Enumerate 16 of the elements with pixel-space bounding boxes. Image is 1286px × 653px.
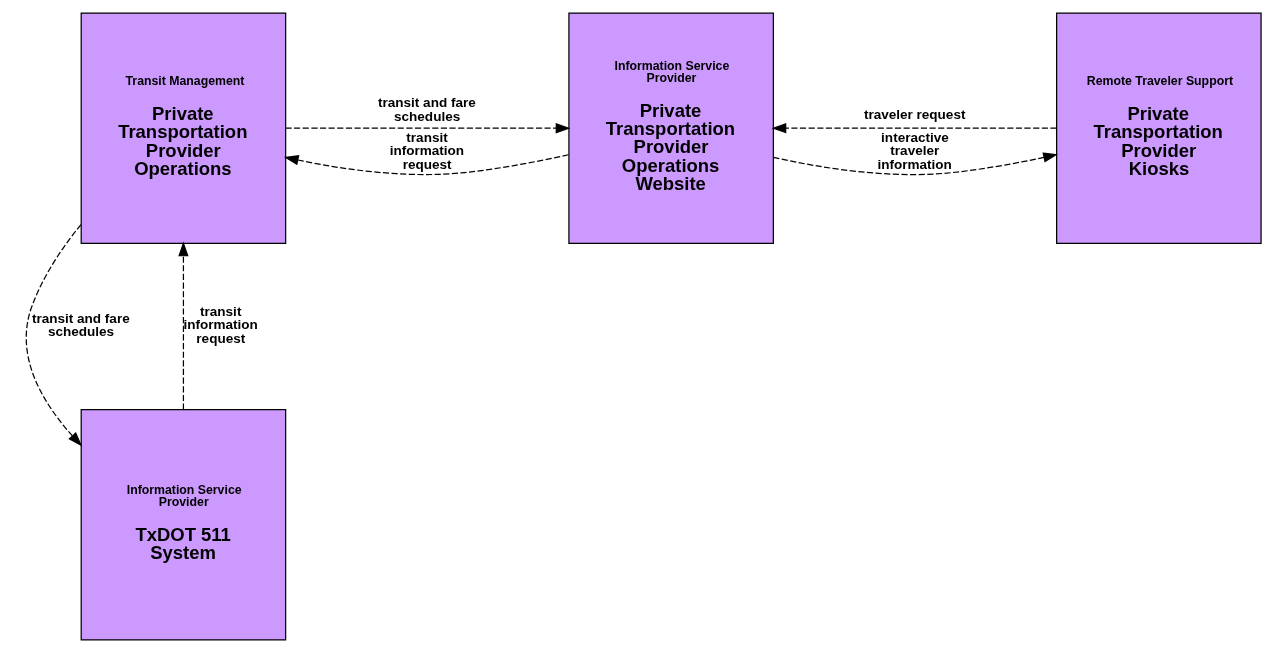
- edge-label: interactive traveler information: [876, 129, 952, 172]
- node-box: Information Service Provider TxDOT 511 System: [80, 409, 286, 641]
- edge-label: transit and fare schedules: [31, 310, 130, 340]
- arrow: [772, 152, 1058, 176]
- node-box: Transit Management Private Transportation Provider Operations: [80, 12, 286, 244]
- arrow: [771, 123, 1057, 134]
- edge-label: transit information request: [389, 129, 464, 172]
- edge-label: transit information request: [182, 303, 258, 346]
- node-box: Information Service Provider Private Transportation Provider Operations Website: [567, 12, 774, 244]
- arrow: [25, 223, 82, 447]
- node-box: Remote Traveler Support Private Transportation Provider Kiosks: [1055, 12, 1262, 244]
- arrow: [177, 241, 189, 411]
- edge-label: transit and fare schedules: [377, 95, 476, 124]
- arrow: [283, 154, 569, 176]
- edge-label: traveler request: [863, 107, 965, 123]
- arrow: [284, 123, 570, 134]
